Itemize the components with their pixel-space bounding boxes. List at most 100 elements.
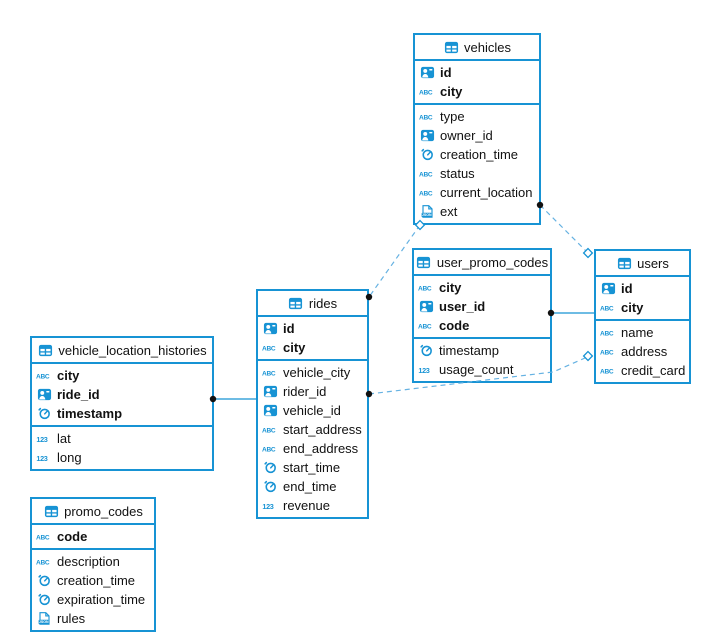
abc-icon: ABC bbox=[262, 365, 278, 380]
column-label: id bbox=[621, 281, 633, 296]
column-row-city[interactable]: ABC city bbox=[414, 278, 550, 297]
column-label: user_id bbox=[439, 299, 486, 314]
column-row-city[interactable]: ABC city bbox=[596, 298, 689, 317]
abc-icon: ABC bbox=[262, 422, 278, 437]
column-label: end_address bbox=[283, 441, 359, 456]
column-label: creation_time bbox=[440, 147, 519, 162]
column-row-end_address[interactable]: ABC end_address bbox=[258, 439, 367, 458]
id-card-icon bbox=[419, 65, 435, 80]
abc-icon: ABC bbox=[262, 441, 278, 456]
table-icon bbox=[443, 40, 459, 55]
clock-icon bbox=[36, 573, 52, 588]
column-row-id[interactable]: id bbox=[258, 319, 367, 338]
table-header-rides[interactable]: rides bbox=[258, 291, 367, 317]
svg-text:ABC: ABC bbox=[600, 306, 614, 313]
column-row-city[interactable]: ABC city bbox=[32, 366, 212, 385]
table-name: rides bbox=[308, 295, 338, 311]
column-row-address[interactable]: ABC address bbox=[596, 342, 689, 361]
column-row-creation_time[interactable]: creation_time bbox=[32, 571, 154, 590]
svg-text:ABC: ABC bbox=[418, 286, 432, 293]
column-row-user_id[interactable]: user_id bbox=[414, 297, 550, 316]
svg-text:ABC: ABC bbox=[262, 447, 276, 454]
column-row-end_time[interactable]: end_time bbox=[258, 477, 367, 496]
svg-text:ABC: ABC bbox=[600, 350, 614, 357]
abc-icon: ABC bbox=[600, 344, 616, 359]
column-label: code bbox=[57, 529, 88, 544]
table-icon bbox=[37, 343, 53, 358]
column-row-ride_id[interactable]: ride_id bbox=[32, 385, 212, 404]
column-row-city[interactable]: ABC city bbox=[258, 338, 367, 357]
json-icon: JSON bbox=[36, 611, 52, 626]
relationship-diamond-users bbox=[582, 350, 594, 362]
table-name: vehicles bbox=[464, 39, 511, 55]
column-row-expiration_time[interactable]: expiration_time bbox=[32, 590, 154, 609]
primary-key-section: ABC code bbox=[32, 525, 154, 548]
svg-text:ABC: ABC bbox=[418, 324, 432, 331]
abc-icon: ABC bbox=[418, 280, 434, 295]
svg-text:JSON: JSON bbox=[38, 620, 48, 624]
table-name: user_promo_codes bbox=[436, 254, 549, 270]
svg-text:ABC: ABC bbox=[36, 535, 50, 542]
column-label: city bbox=[621, 300, 644, 315]
svg-text:ABC: ABC bbox=[36, 560, 50, 567]
abc-icon: ABC bbox=[600, 325, 616, 340]
abc-icon: ABC bbox=[600, 300, 616, 315]
abc-icon: ABC bbox=[262, 340, 278, 355]
column-row-owner_id[interactable]: owner_id bbox=[415, 126, 539, 145]
column-label: address bbox=[621, 344, 668, 359]
table-header-users[interactable]: users bbox=[596, 251, 689, 277]
column-label: status bbox=[440, 166, 475, 181]
column-row-timestamp[interactable]: timestamp bbox=[32, 404, 212, 423]
table-header-vehicles[interactable]: vehicles bbox=[415, 35, 539, 61]
column-row-vehicle_id[interactable]: vehicle_id bbox=[258, 401, 367, 420]
json-icon: JSON bbox=[419, 204, 435, 219]
column-row-code[interactable]: ABC code bbox=[32, 527, 154, 546]
column-row-id[interactable]: id bbox=[596, 279, 689, 298]
table-header-vehicle_location_histories[interactable]: vehicle_location_histories bbox=[32, 338, 212, 364]
column-label: end_time bbox=[283, 479, 337, 494]
table-icon bbox=[616, 256, 632, 271]
id-card-icon bbox=[262, 384, 278, 399]
column-row-id[interactable]: id bbox=[415, 63, 539, 82]
column-label: city bbox=[439, 280, 462, 295]
column-label: ride_id bbox=[57, 387, 100, 402]
clock-icon bbox=[36, 592, 52, 607]
column-row-creation_time[interactable]: creation_time bbox=[415, 145, 539, 164]
svg-text:ABC: ABC bbox=[419, 115, 433, 122]
table-name: users bbox=[637, 255, 669, 271]
column-row-timestamp[interactable]: timestamp bbox=[414, 341, 550, 360]
column-label: city bbox=[283, 340, 306, 355]
column-row-start_time[interactable]: start_time bbox=[258, 458, 367, 477]
column-row-rider_id[interactable]: rider_id bbox=[258, 382, 367, 401]
column-label: city bbox=[57, 368, 80, 383]
table-header-promo_codes[interactable]: promo_codes bbox=[32, 499, 154, 525]
svg-text:ABC: ABC bbox=[36, 374, 50, 381]
table-header-user_promo_codes[interactable]: user_promo_codes bbox=[414, 250, 550, 276]
